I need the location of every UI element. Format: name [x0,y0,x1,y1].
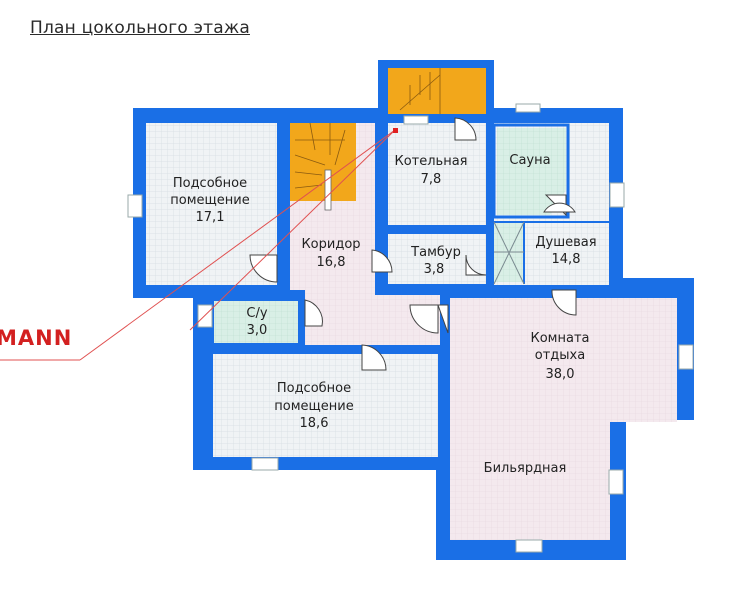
room-corridor-area: 16,8 [317,255,346,270]
staircase-corridor [294,122,346,211]
plan-title: План цокольного этажа [30,18,250,38]
room-lounge-name-1: Комната [531,331,590,346]
room-storage-bottom-area: 18,6 [300,416,329,431]
room-billiard-name: Бильярдная [484,461,567,476]
room-storage-top-name-2: помещение [170,193,249,208]
room-storage-top-name-1: Подсобное [173,176,247,191]
room-lounge-area: 38,0 [546,367,575,382]
room-shower-area: 14,8 [552,252,581,267]
room-wc-area: 3,0 [247,323,268,338]
staircase-tower [399,68,441,114]
room-corridor-name: Коридор [301,237,360,252]
room-storage-bottom-name-1: Подсобное [277,381,351,396]
inner-walls [492,123,609,285]
room-sauna-name: Сауна [509,153,550,168]
room-wc-name: С/у [246,306,267,321]
doors [249,117,577,371]
room-storage-top-area: 17,1 [196,210,225,225]
room-vestibule-area: 3,8 [424,262,445,277]
room-shower-name: Душевая [535,235,596,250]
brand-text: MANN [0,326,72,350]
pointer-line [0,129,396,361]
room-lounge-name-2: отдыха [535,348,585,363]
room-labels: Подсобное помещение 17,1 Котельная 7,8 С… [170,153,596,476]
room-boiler-area: 7,8 [421,172,442,187]
room-vestibule-name: Тамбур [410,245,461,260]
room-storage-bottom-name-2: помещение [274,399,353,414]
pointer-dot [393,128,398,133]
windows [127,103,694,553]
room-boiler-name: Котельная [394,154,467,169]
